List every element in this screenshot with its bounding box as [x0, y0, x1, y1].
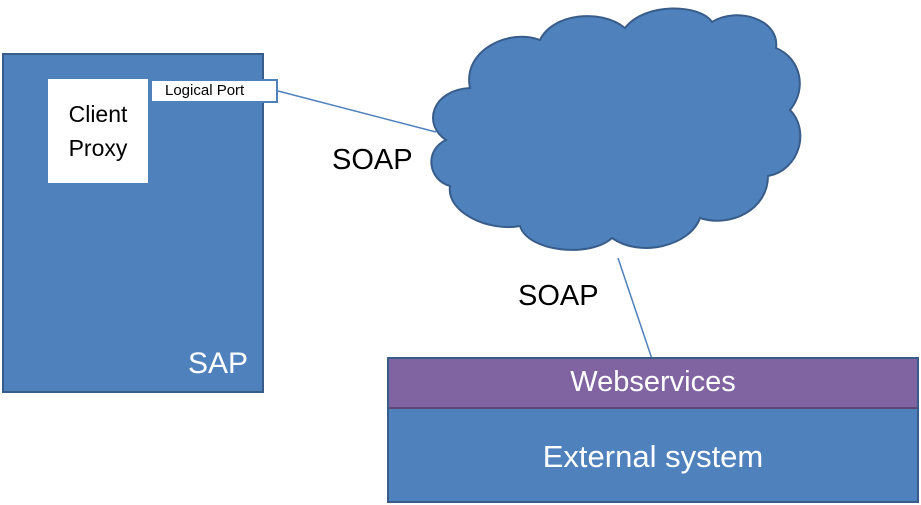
client-proxy-box: Client Proxy	[48, 79, 148, 183]
network-cloud-icon	[430, 7, 802, 251]
connector-cloud-to-webservices	[617, 257, 653, 360]
sap-system-box: Client Proxy SAP	[2, 53, 264, 393]
connector-logical-port-to-cloud	[277, 90, 437, 133]
external-system-box: Webservices External system	[387, 357, 919, 503]
external-system-label: External system	[542, 439, 764, 474]
webservices-bar: Webservices	[389, 359, 917, 409]
soap-label-top: SOAP	[332, 144, 413, 176]
logical-port-box: Logical Port	[150, 79, 278, 103]
soap-label-bottom: SOAP	[518, 280, 599, 312]
sap-label: SAP	[187, 347, 248, 380]
